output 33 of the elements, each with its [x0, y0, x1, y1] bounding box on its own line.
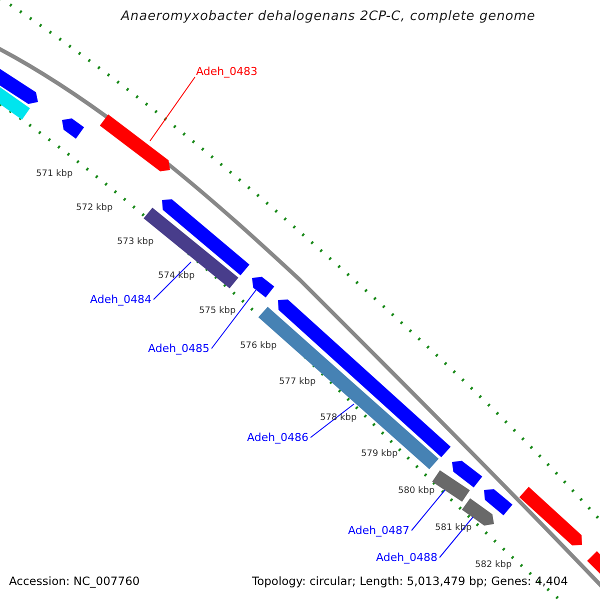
gene-label: Adeh_0486 [247, 432, 309, 443]
gene-label: Adeh_0488 [376, 552, 438, 563]
gene-feature [0, 66, 38, 104]
title: Anaeromyxobacter dehalogenans 2CP-C, complete genome [121, 10, 536, 23]
scale-label: 575 kbp [199, 307, 236, 316]
gene-label: Adeh_0483 [196, 66, 258, 77]
leader-line [153, 262, 192, 300]
gene-feature [452, 460, 482, 488]
gene-feature [252, 276, 274, 298]
scale-label: 582 kbp [475, 561, 512, 570]
leader-line [439, 516, 474, 558]
accession-text: Accession: NC_007760 [9, 576, 140, 588]
gene-feature [62, 118, 84, 139]
scale-label: 572 kbp [76, 204, 113, 213]
leader-line [310, 404, 354, 438]
genome-summary: Topology: circular; Length: 5,013,479 bp; Genes: 4,404 [252, 576, 568, 588]
scale-label: 573 kbp [117, 238, 154, 247]
gene-feature [484, 489, 512, 516]
scale-label: 574 kbp [158, 272, 195, 281]
scale-label: 579 kbp [361, 450, 398, 459]
leader-line [211, 290, 256, 349]
scale-label: 578 kbp [320, 414, 357, 423]
scale-label: 577 kbp [279, 378, 316, 387]
leader-line [150, 76, 196, 142]
gene-label: Adeh_0487 [348, 525, 410, 536]
leader-line [411, 490, 446, 531]
scale-label: 580 kbp [398, 487, 435, 496]
gene-label: Adeh_0485 [148, 343, 210, 354]
scale-label: 571 kbp [36, 170, 73, 179]
gene-feature [519, 486, 582, 546]
gene-label: Adeh_0484 [90, 294, 152, 305]
scale-label: 576 kbp [240, 342, 277, 351]
gene-feature [100, 114, 170, 172]
